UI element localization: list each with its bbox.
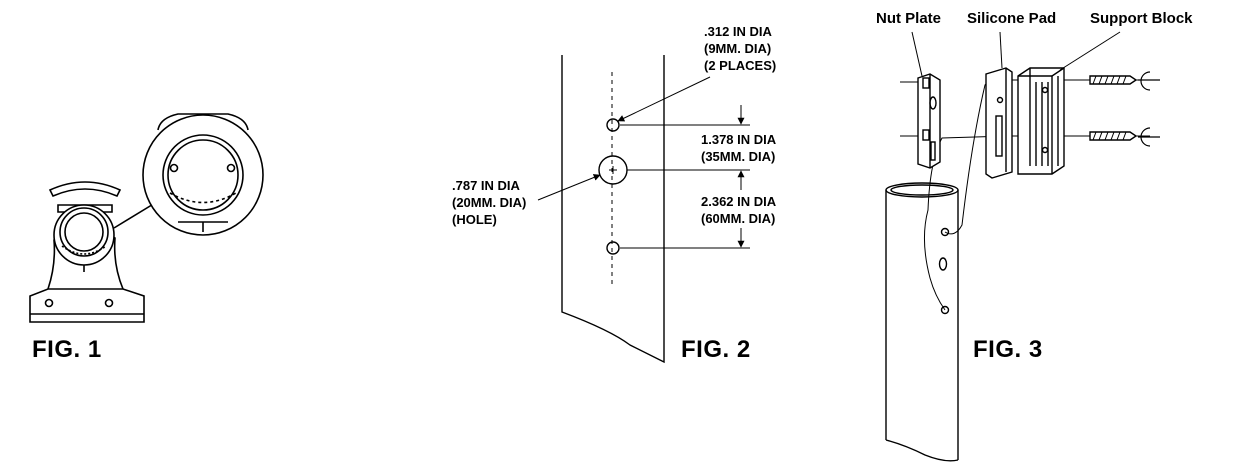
leader-nut-plate bbox=[911, 31, 923, 77]
silicone-pad bbox=[985, 67, 1013, 179]
zoom-detail bbox=[142, 113, 264, 236]
bolt-upper bbox=[1089, 75, 1138, 85]
fig1-label: FIG. 1 bbox=[32, 336, 102, 363]
center-hole-dimension: .787 IN DIA (20MM. DIA) (HOLE) bbox=[452, 177, 526, 228]
leader-center-hole bbox=[537, 174, 601, 201]
nut-plate bbox=[917, 73, 941, 169]
dim-line: 2.362 IN DIA bbox=[701, 194, 777, 209]
bracket-base bbox=[29, 233, 145, 323]
leader-small-hole bbox=[617, 76, 711, 122]
dim-line: (35MM. DIA) bbox=[701, 149, 776, 164]
fig2-label: FIG. 2 bbox=[681, 336, 751, 363]
small-hole-top bbox=[606, 118, 620, 132]
leader-silicone-pad bbox=[999, 31, 1003, 69]
bolt-lower bbox=[1089, 131, 1138, 141]
camera-housing bbox=[53, 204, 115, 272]
silicone-pad-label: Silicone Pad bbox=[967, 10, 1057, 27]
support-block-label: Support Block bbox=[1090, 10, 1193, 27]
pole-outline bbox=[561, 55, 665, 364]
dim-line: (HOLE) bbox=[452, 212, 497, 227]
fig3-label: FIG. 3 bbox=[973, 336, 1043, 363]
dim-line: (20MM. DIA) bbox=[452, 195, 527, 210]
dim-line: .787 IN DIA bbox=[452, 178, 520, 193]
spacing-top-dimension: 1.378 IN DIA (35MM. DIA) bbox=[701, 131, 776, 165]
dim-line: (9MM. DIA) bbox=[704, 41, 772, 56]
fig2-drawing bbox=[537, 55, 750, 364]
leader-support-block bbox=[1059, 31, 1121, 71]
spacing-bottom-dimension: 2.362 IN DIA (60MM. DIA) bbox=[701, 193, 776, 227]
cap-arc bbox=[48, 181, 122, 198]
small-hole-dimension: .312 IN DIA (9MM. DIA) (2 PLACES) bbox=[704, 23, 776, 74]
dim-line: 1.378 IN DIA bbox=[701, 132, 777, 147]
small-hole-bottom bbox=[606, 241, 620, 255]
rotate-icon-upper bbox=[1138, 71, 1160, 91]
pole bbox=[885, 182, 959, 462]
dim-line: (2 PLACES) bbox=[704, 58, 777, 73]
rotate-icon-lower bbox=[1138, 127, 1160, 147]
dim-line: .312 IN DIA bbox=[704, 24, 772, 39]
support-block bbox=[1017, 67, 1065, 175]
fig3-drawing bbox=[885, 31, 1160, 462]
dim-line: (60MM. DIA) bbox=[701, 211, 776, 226]
nut-plate-label: Nut Plate bbox=[876, 10, 942, 27]
fig1-drawing bbox=[29, 113, 264, 323]
